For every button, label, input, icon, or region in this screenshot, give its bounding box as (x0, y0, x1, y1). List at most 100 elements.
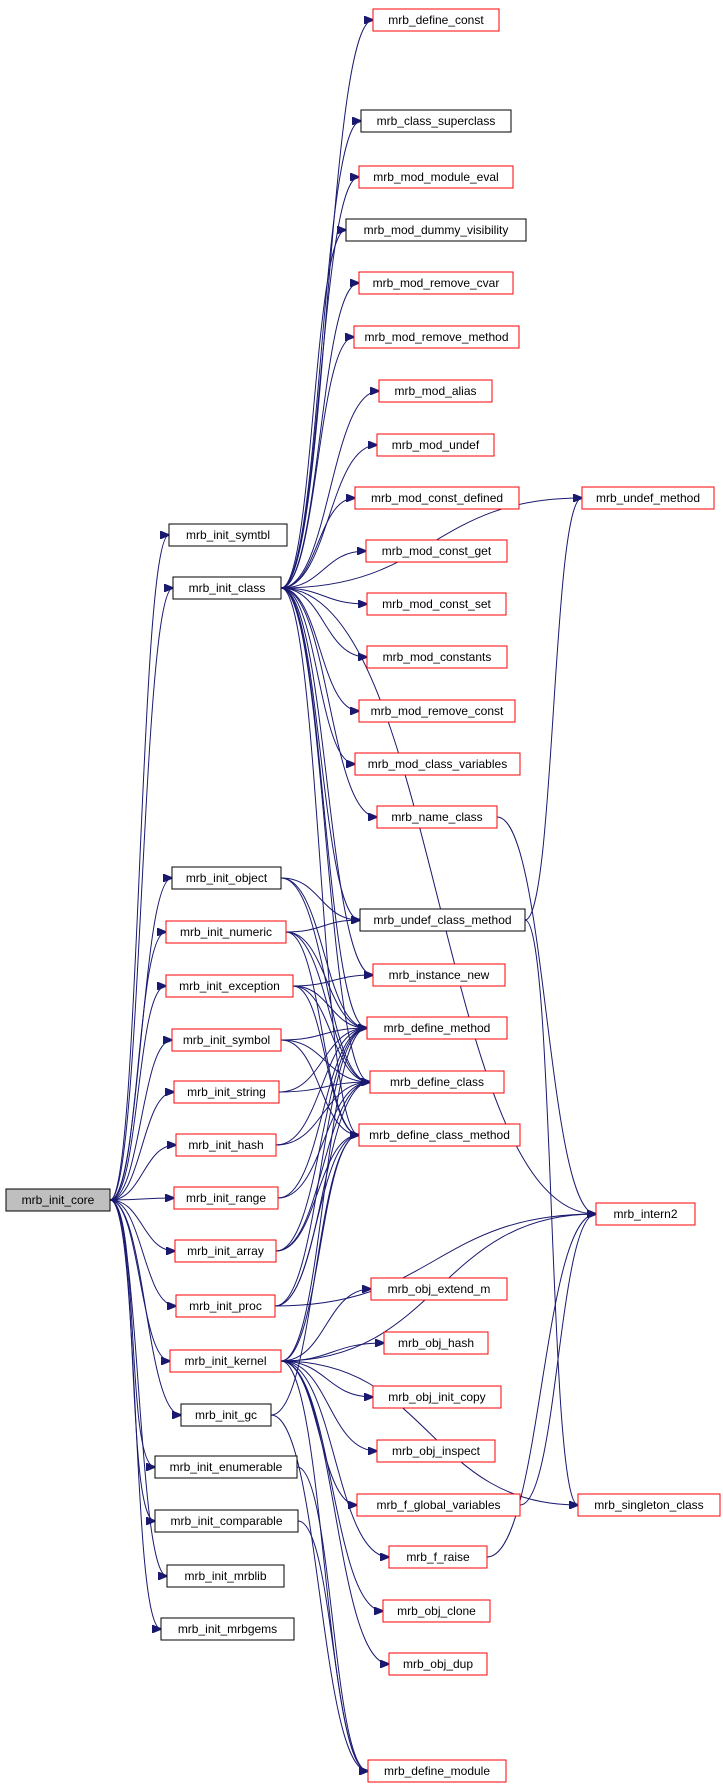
node-label: mrb_init_range (186, 1191, 266, 1205)
node-box (345, 218, 527, 242)
edge-gc-to-define_module (270, 1414, 368, 1771)
node-core[interactable]: mrb_init_core (5, 1188, 111, 1212)
node-string[interactable]: mrb_init_string (173, 1080, 280, 1104)
node-label: mrb_init_enumerable (170, 1460, 283, 1474)
node-class[interactable]: mrb_init_class (172, 576, 282, 600)
node-mod-constants[interactable]: mrb_mod_constants (366, 645, 508, 669)
node-kernel[interactable]: mrb_init_kernel (169, 1349, 282, 1373)
node-box (358, 699, 516, 723)
node-class-superclass[interactable]: mrb_class_superclass (360, 109, 512, 133)
node-enumerable[interactable]: mrb_init_enumerable (154, 1455, 298, 1479)
edge-core-to-range (109, 1198, 174, 1200)
node-box (358, 1123, 521, 1147)
edge-gc-to-define_class_method (270, 1135, 359, 1416)
edge-array-to-define_class_method (275, 1135, 359, 1252)
node-hash[interactable]: mrb_init_hash (175, 1133, 277, 1157)
node-label: mrb_class_superclass (377, 114, 496, 128)
edges-layer (109, 20, 596, 1771)
node-mod-const-set[interactable]: mrb_mod_const_set (366, 592, 507, 616)
node-numeric[interactable]: mrb_init_numeric (165, 920, 287, 944)
edge-class-to-mod_remove_method (280, 337, 354, 589)
node-define-method[interactable]: mrb_define_method (366, 1016, 508, 1040)
node-mod-remove-method[interactable]: mrb_mod_remove_method (353, 325, 520, 349)
node-name-class[interactable]: mrb_name_class (376, 805, 498, 829)
node-obj-dup[interactable]: mrb_obj_dup (388, 1652, 488, 1676)
node-box (353, 325, 520, 349)
node-box (175, 1294, 276, 1318)
node-label: mrb_obj_inspect (392, 1444, 481, 1458)
node-symbol[interactable]: mrb_init_symbol (171, 1028, 282, 1052)
node-box (169, 1349, 282, 1373)
node-obj-inspect[interactable]: mrb_obj_inspect (376, 1439, 496, 1463)
edge-class-to-undef_class_method (280, 587, 360, 920)
edge-undef_class_method-to-undef_method (524, 498, 582, 921)
node-undef-class-method[interactable]: mrb_undef_class_method (359, 908, 526, 932)
node-define-class-method[interactable]: mrb_define_class_method (358, 1123, 521, 1147)
edge-core-to-class (109, 588, 173, 1201)
node-define-const[interactable]: mrb_define_const (372, 8, 500, 32)
node-mrbgems[interactable]: mrb_init_mrbgems (160, 1617, 295, 1641)
node-mod-class-variables[interactable]: mrb_mod_class_variables (354, 752, 521, 776)
node-undef-method[interactable]: mrb_undef_method (581, 486, 715, 510)
node-obj-clone[interactable]: mrb_obj_clone (382, 1599, 491, 1623)
node-f-raise[interactable]: mrb_f_raise (388, 1545, 488, 1569)
node-label: mrb_undef_method (596, 491, 700, 505)
node-mod-module-eval[interactable]: mrb_mod_module_eval (358, 165, 514, 189)
node-comparable[interactable]: mrb_init_comparable (154, 1509, 299, 1533)
node-label: mrb_singleton_class (594, 1498, 703, 1512)
node-label: mrb_obj_extend_m (388, 1282, 491, 1296)
edge-class-to-mod_const_get (280, 551, 366, 589)
node-label: mrb_mod_undef (392, 438, 480, 452)
node-singleton-class[interactable]: mrb_singleton_class (577, 1493, 721, 1517)
node-label: mrb_init_array (187, 1244, 264, 1258)
node-box (366, 645, 508, 669)
node-mod-remove-const[interactable]: mrb_mod_remove_const (358, 699, 516, 723)
node-box (376, 1439, 496, 1463)
node-gc[interactable]: mrb_init_gc (180, 1403, 272, 1427)
node-intern2[interactable]: mrb_intern2 (595, 1202, 696, 1226)
node-mod-alias[interactable]: mrb_mod_alias (378, 379, 493, 403)
edge-class-to-instance_new (280, 587, 373, 975)
node-proc[interactable]: mrb_init_proc (175, 1294, 276, 1318)
node-label: mrb_mod_const_get (382, 544, 492, 558)
node-object[interactable]: mrb_init_object (171, 866, 282, 890)
node-box (171, 1028, 282, 1052)
edge-core-to-enumerable (109, 1199, 155, 1467)
node-array[interactable]: mrb_init_array (174, 1239, 277, 1263)
node-symtbl[interactable]: mrb_init_symtbl (168, 523, 288, 547)
node-label: mrb_obj_clone (397, 1604, 476, 1618)
node-box (171, 866, 282, 890)
edge-class-to-class_superclass (280, 121, 361, 589)
node-label: mrb_obj_init_copy (388, 1390, 485, 1404)
node-box (577, 1493, 721, 1517)
edge-core-to-array (109, 1199, 175, 1251)
edge-core-to-hash (109, 1145, 176, 1201)
node-box (175, 1133, 277, 1157)
node-obj-extend-m[interactable]: mrb_obj_extend_m (370, 1277, 508, 1301)
node-box (595, 1202, 696, 1226)
node-box (358, 271, 514, 295)
node-mod-remove-cvar[interactable]: mrb_mod_remove_cvar (358, 271, 514, 295)
node-mod-undef[interactable]: mrb_mod_undef (376, 433, 495, 457)
node-mod-const-get[interactable]: mrb_mod_const_get (365, 539, 508, 563)
edge-class-to-mod_module_eval (280, 177, 359, 589)
edge-class-to-intern2 (280, 587, 596, 1214)
node-mod-const-defined[interactable]: mrb_mod_const_defined (354, 486, 520, 510)
node-exception[interactable]: mrb_init_exception (165, 974, 294, 998)
node-mrblib[interactable]: mrb_init_mrblib (166, 1564, 285, 1588)
node-obj-init-copy[interactable]: mrb_obj_init_copy (372, 1385, 502, 1409)
node-define-class[interactable]: mrb_define_class (369, 1070, 505, 1094)
node-obj-hash[interactable]: mrb_obj_hash (383, 1331, 489, 1355)
edge-exception-to-define_class (292, 985, 370, 1082)
node-f-global-variables[interactable]: mrb_f_global_variables (356, 1493, 521, 1517)
node-define-module[interactable]: mrb_define_module (367, 1759, 507, 1783)
edge-class-to-mod_undef (280, 445, 377, 589)
edge-symbol-to-define_class (280, 1039, 370, 1082)
node-mod-dummy-visibility[interactable]: mrb_mod_dummy_visibility (345, 218, 527, 242)
node-box (581, 486, 715, 510)
node-label: mrb_init_mrblib (184, 1569, 266, 1583)
edge-hash-to-define_class (275, 1082, 370, 1146)
node-instance-new[interactable]: mrb_instance_new (372, 963, 506, 987)
node-range[interactable]: mrb_init_range (173, 1186, 279, 1210)
edge-f_global_variables-to-intern2 (519, 1214, 596, 1506)
